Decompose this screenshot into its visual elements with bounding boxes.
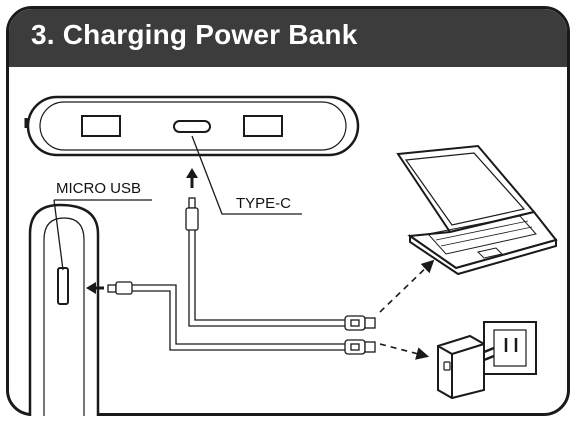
dashed-arrow-to-laptop bbox=[379, 259, 435, 313]
usb-a-plug-lower-icon bbox=[344, 339, 376, 355]
up-arrow-icon bbox=[186, 168, 198, 188]
type-c-plug-icon bbox=[185, 197, 199, 231]
power-bank-side-icon bbox=[28, 203, 100, 416]
usb-a-plug-upper-icon bbox=[344, 315, 376, 331]
left-arrow-icon bbox=[86, 282, 104, 294]
wall-adapter-icon bbox=[437, 334, 495, 400]
dashed-arrow-to-adapter bbox=[379, 343, 430, 360]
power-bank-icon bbox=[24, 95, 360, 157]
type-c-label: TYPE-C bbox=[236, 195, 292, 212]
micro-usb-plug-icon bbox=[107, 281, 133, 295]
laptop-icon bbox=[396, 144, 558, 276]
header-bar: 3. Charging Power Bank bbox=[9, 9, 567, 67]
micro-usb-leader-line bbox=[53, 199, 64, 271]
micro-usb-label: MICRO USB bbox=[56, 180, 142, 197]
micro-usb-cable bbox=[132, 284, 345, 351]
type-c-leader-line bbox=[191, 135, 302, 215]
type-c-cable bbox=[188, 230, 345, 327]
section-title: 3. Charging Power Bank bbox=[31, 19, 358, 50]
